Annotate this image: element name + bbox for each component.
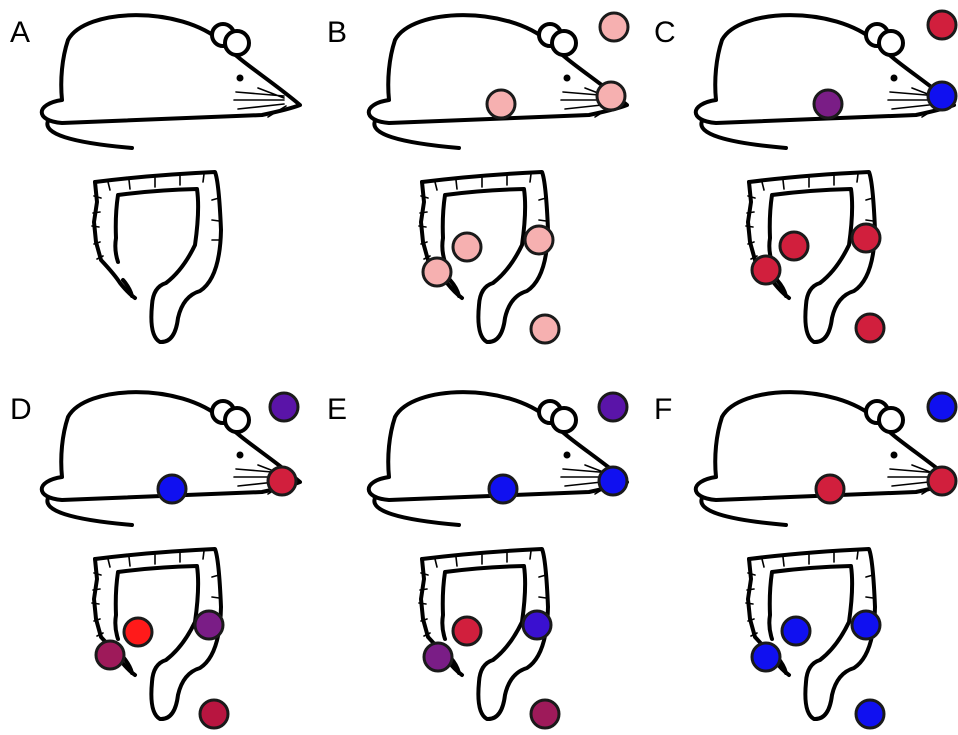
panel-label-e: E (327, 393, 347, 426)
panel-a: A (10, 15, 300, 342)
marker-colon-proximal (453, 233, 481, 261)
mouse-illustration (369, 15, 627, 148)
marker-body (814, 90, 842, 118)
marker-key (599, 393, 627, 421)
marker-feces (856, 314, 884, 342)
marker-key (270, 393, 298, 421)
marker-colon-cecum (752, 643, 780, 671)
marker-colon-distal (523, 611, 551, 639)
panel-label-b: B (327, 16, 347, 49)
marker-key (928, 11, 956, 39)
marker-colon-distal (852, 611, 880, 639)
marker-nose (597, 82, 625, 110)
panel-c: C (654, 11, 956, 342)
marker-nose (928, 82, 956, 110)
mouse-illustration (42, 392, 300, 525)
panel-label-a: A (10, 16, 30, 49)
marker-feces (531, 700, 559, 728)
mouse-illustration (696, 15, 954, 148)
marker-nose (268, 467, 296, 495)
panel-f: F (654, 392, 956, 728)
panel-b: B (327, 13, 628, 343)
marker-body (489, 475, 517, 503)
marker-colon-distal (852, 224, 880, 252)
marker-colon-proximal (780, 232, 808, 260)
marker-nose (928, 467, 956, 495)
marker-body (158, 475, 186, 503)
panel-label-f: F (654, 393, 672, 426)
mouse-illustration (42, 15, 300, 148)
panel-label-c: C (654, 16, 676, 49)
marker-key (600, 13, 628, 41)
panel-label-d: D (10, 393, 32, 426)
marker-colon-cecum (424, 643, 452, 671)
marker-colon-proximal (124, 618, 152, 646)
marker-colon-distal (195, 611, 223, 639)
mouse-illustration (696, 392, 954, 525)
marker-body (816, 475, 844, 503)
marker-colon-proximal (782, 617, 810, 645)
panel-e: E (327, 392, 627, 728)
marker-colon-proximal (453, 617, 481, 645)
marker-feces (531, 315, 559, 343)
marker-colon-cecum (423, 258, 451, 286)
panel-d: D (10, 392, 300, 728)
marker-feces (200, 700, 228, 728)
mouse-illustration (369, 392, 627, 525)
colon-illustration (92, 172, 221, 342)
marker-colon-cecum (752, 256, 780, 284)
marker-key (928, 393, 956, 421)
marker-body (487, 90, 515, 118)
marker-colon-cecum (96, 641, 124, 669)
marker-colon-distal (525, 226, 553, 254)
marker-feces (856, 700, 884, 728)
marker-nose (599, 467, 627, 495)
